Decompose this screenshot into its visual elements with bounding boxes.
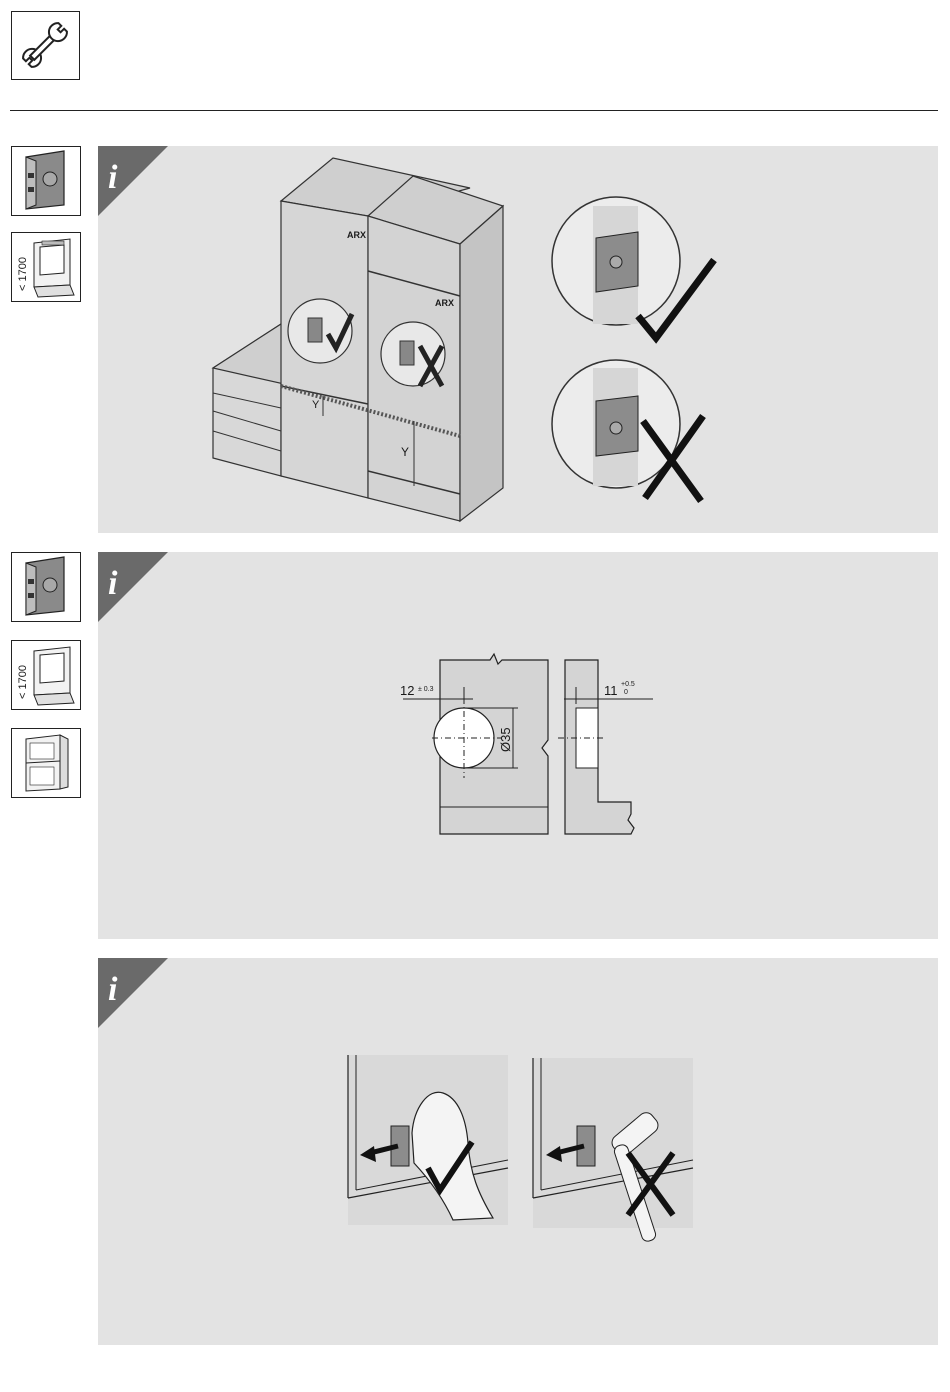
hinge-plate-icon — [11, 146, 81, 216]
dim-depth-tol-lower: 0 — [624, 689, 628, 696]
dim-drill-depth: 11 — [604, 683, 618, 698]
dim-hole-diameter: Ø35 — [498, 727, 513, 752]
info-panel-3: i — [98, 958, 938, 1345]
hinge-plate-icon-2 — [11, 552, 81, 622]
height-limit-label: < 1700 — [17, 257, 29, 291]
height-limit-label-2: < 1700 — [17, 665, 29, 699]
brand-badge-right: ARX — [435, 298, 454, 308]
header-divider — [10, 110, 938, 111]
wrench-icon — [12, 12, 78, 78]
dim-edge-tolerance: ± 0.3 — [418, 686, 434, 693]
info-panel-2: i 12 ± 0.3 Ø35 11 +0.5 0 — [98, 552, 938, 939]
fridge-niche-icon: < 1700 — [11, 232, 81, 302]
dim-y-right: Y — [401, 445, 409, 459]
drilling-dimension-drawing: 12 ± 0.3 Ø35 11 +0.5 0 — [98, 552, 938, 939]
fridge-niche-icon-2: < 1700 — [11, 640, 81, 710]
dim-y-left: Y — [312, 399, 320, 411]
info-panel-1: i ARX ARX Y Y — [98, 146, 938, 533]
tall-cabinet-illustration: ARX ARX Y Y — [98, 146, 938, 533]
brand-badge-left: ARX — [347, 230, 366, 240]
hinge-insertion-illustration — [98, 958, 938, 1345]
tall-fridge-icon — [11, 728, 81, 798]
dim-depth-tol-upper: +0.5 — [621, 681, 635, 688]
wrench-icon-box — [11, 11, 80, 80]
dim-edge-distance: 12 — [400, 683, 414, 698]
